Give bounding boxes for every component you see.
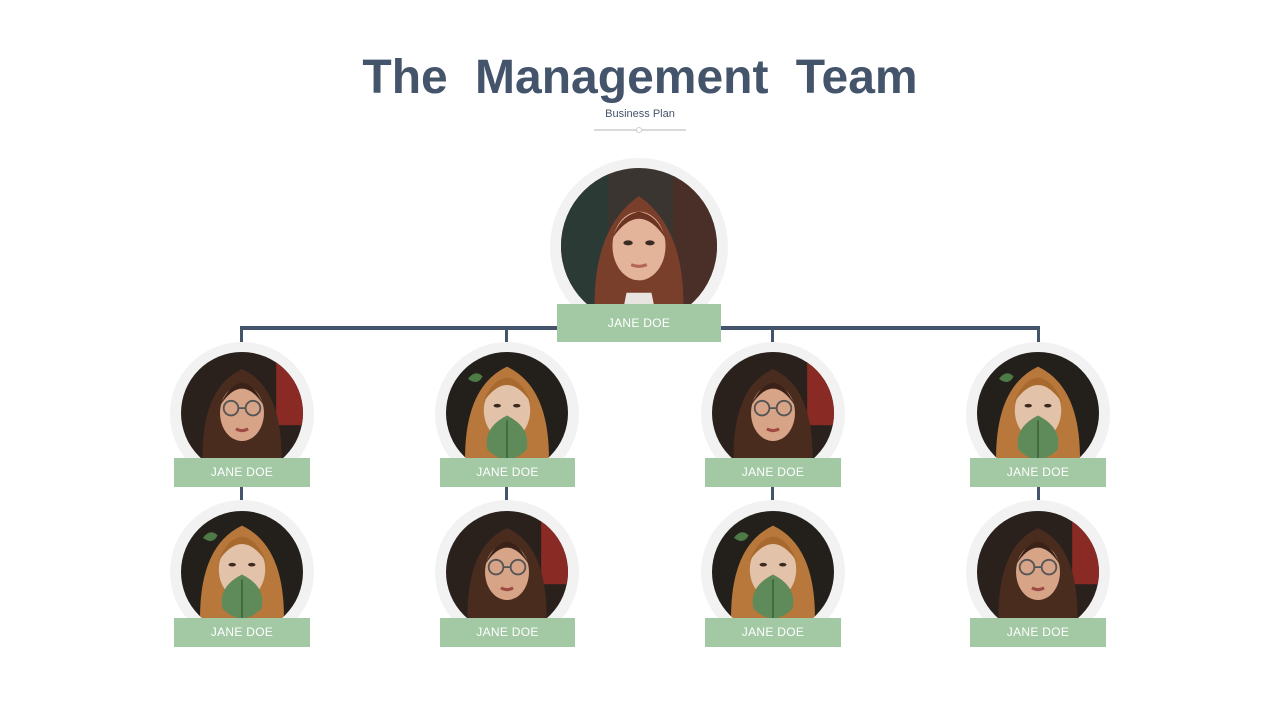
member-photo xyxy=(446,511,568,633)
member-name: JANE DOE xyxy=(705,618,841,647)
member-name: JANE DOE xyxy=(705,458,841,487)
connector-down-3 xyxy=(771,326,774,342)
member-photo xyxy=(977,511,1099,633)
member-name: JANE DOE xyxy=(440,458,575,487)
connector-down-1 xyxy=(240,326,243,342)
top-member-photo xyxy=(561,168,717,324)
member-name: JANE DOE xyxy=(174,618,310,647)
connector-down-4 xyxy=(1037,326,1040,342)
connector-col-1 xyxy=(240,486,243,500)
member-name: JANE DOE xyxy=(970,458,1106,487)
member-photo xyxy=(712,352,834,474)
member-photo xyxy=(712,511,834,633)
member-photo xyxy=(181,352,303,474)
connector-col-2 xyxy=(505,486,508,500)
member-name: JANE DOE xyxy=(440,618,575,647)
member-photo xyxy=(446,352,568,474)
member-photo xyxy=(181,511,303,633)
member-photo xyxy=(977,352,1099,474)
page-title: The Management Team xyxy=(362,51,918,104)
connector-down-2 xyxy=(505,326,508,342)
top-member-name: JANE DOE xyxy=(557,304,721,342)
page-subtitle: Business Plan xyxy=(605,108,675,120)
divider-dot xyxy=(636,127,642,133)
member-name: JANE DOE xyxy=(174,458,310,487)
member-name: JANE DOE xyxy=(970,618,1106,647)
connector-col-3 xyxy=(771,486,774,500)
connector-col-4 xyxy=(1037,486,1040,500)
